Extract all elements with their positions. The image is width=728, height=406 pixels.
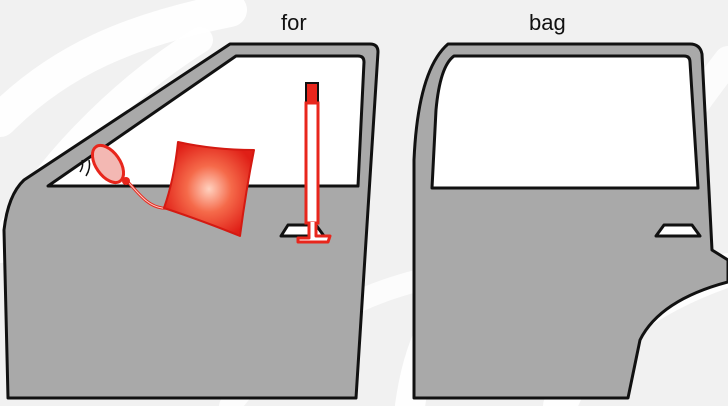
hand-pump-bulb-icon <box>79 143 130 185</box>
rear-car-door-icon <box>412 42 728 400</box>
front-car-door-icon <box>2 42 380 400</box>
front-door-label: for <box>281 10 307 35</box>
air-wedge-bag-icon <box>163 141 255 237</box>
long-reach-tool-icon <box>296 82 332 244</box>
rear-door-label: bag <box>529 10 566 35</box>
